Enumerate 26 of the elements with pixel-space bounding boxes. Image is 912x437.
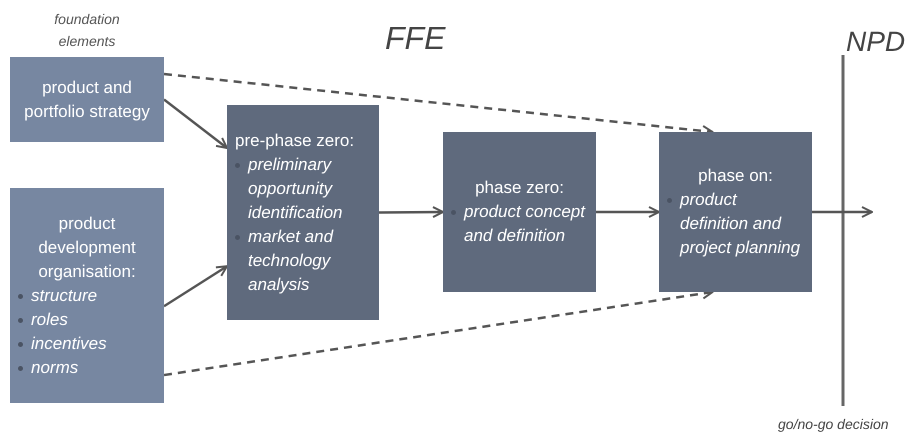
bullet-text: market and technology analysis bbox=[248, 226, 334, 296]
box-heading: pre-phase zero: bbox=[235, 130, 356, 152]
box-heading: phase zero: bbox=[474, 177, 565, 199]
diagram-label: go/no-go decision bbox=[778, 415, 889, 434]
box-heading: product development organisation: bbox=[37, 212, 137, 282]
arrow bbox=[596, 206, 660, 218]
process-box bbox=[227, 105, 379, 320]
bullet-text: norms bbox=[31, 356, 78, 378]
box-heading: phase on: bbox=[697, 165, 774, 187]
process-box bbox=[443, 132, 596, 292]
bullet-text: product definition and project planning bbox=[680, 189, 802, 259]
bullet-text: roles bbox=[31, 308, 68, 330]
arrow bbox=[379, 206, 444, 218]
diagram-label: FFE bbox=[385, 22, 446, 54]
process-box bbox=[659, 132, 812, 292]
bullet-text: product concept and definition bbox=[464, 201, 586, 247]
diagram-label: foundation elements bbox=[53, 10, 121, 51]
bullet-text: structure bbox=[31, 284, 98, 306]
arrow bbox=[163, 265, 228, 308]
arrow bbox=[812, 206, 873, 218]
box-heading: product and portfolio strategy bbox=[23, 76, 151, 122]
arrow bbox=[163, 98, 228, 149]
bullet-text: incentives bbox=[31, 332, 107, 354]
process-box bbox=[10, 57, 164, 142]
process-box bbox=[10, 188, 164, 403]
diagram-label: NPD bbox=[846, 28, 906, 56]
